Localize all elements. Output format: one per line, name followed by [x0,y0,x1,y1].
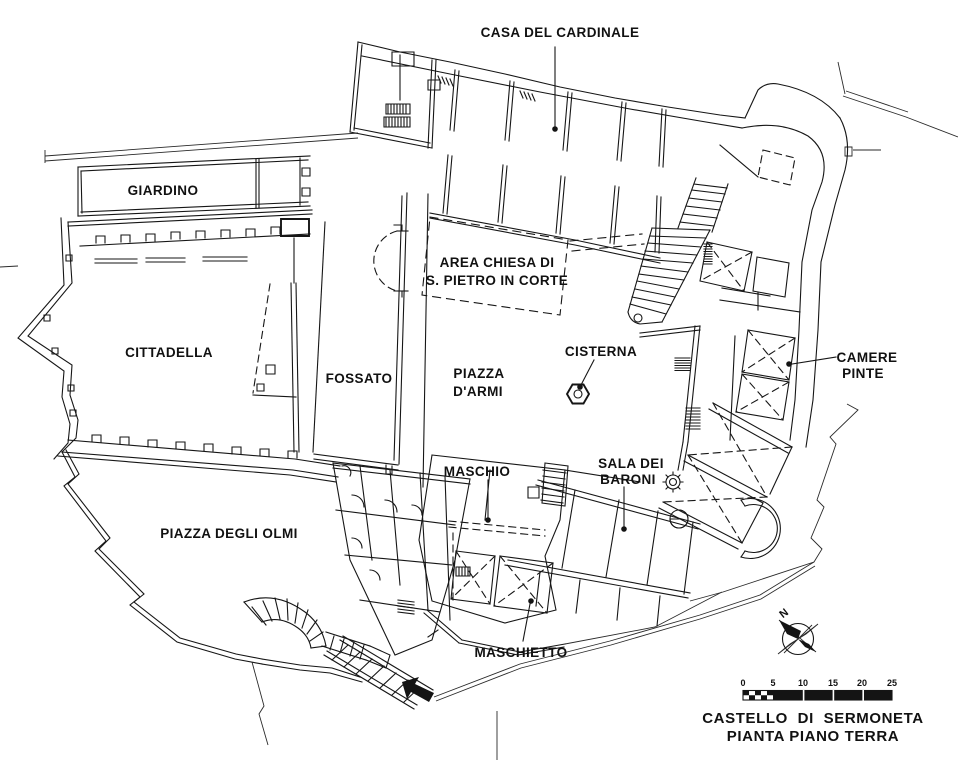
scale-tick-10: 10 [798,678,808,688]
scale-tick-20: 20 [857,678,867,688]
maschio-complex [418,454,569,624]
scale-tick-5: 5 [770,678,775,688]
scale-bar: 0 5 10 15 20 25 [740,678,897,701]
title-block: CASTELLO DI SERMONETA PIANTA PIANO TERRA [702,710,924,745]
southeast-halls-tower [658,402,793,560]
label-camere-pinte-line1: CAMERE [837,350,898,365]
cittadella-walls [17,209,352,483]
leader-lines [487,46,837,642]
label-sala-dei-baroni-line1: SALA DEI [598,456,664,471]
casa-del-cardinale-walls [349,41,849,448]
drawing-title-line1: CASTELLO DI SERMONETA [702,710,924,727]
east-wing-walls [639,287,801,471]
label-area-chiesa-line1: AREA CHIESA DI [440,255,555,270]
label-fossato: FOSSATO [326,371,393,386]
northeast-staircase [627,177,790,325]
entrance-arrow-icon [402,677,434,702]
label-maschio: MASCHIO [444,464,511,479]
scale-tick-0: 0 [740,678,745,688]
scale-tick-25: 25 [887,678,897,688]
label-camere-pinte-line2: PINTE [842,366,884,381]
room-labels: CASA DEL CARDINALE GIARDINO AREA CHIESA … [125,25,897,660]
label-cisterna: CISTERNA [565,344,637,359]
north-arrow-icon: N [777,606,819,656]
label-maschietto: MASCHIETTO [474,645,567,660]
label-cittadella: CITTADELLA [125,345,213,360]
label-casa-del-cardinale: CASA DEL CARDINALE [481,25,640,40]
label-area-chiesa-line2: S. PIETRO IN CORTE [426,273,568,288]
label-piazza-darmi-line2: D'ARMI [453,384,503,399]
scale-tick-15: 15 [828,678,838,688]
label-giardino: GIARDINO [128,183,199,198]
entrance-stairs [243,597,439,710]
label-piazza-degli-olmi: PIAZZA DEGLI OLMI [160,526,298,541]
area-chiesa-outline [421,216,645,316]
west-rooms [332,462,471,656]
label-sala-dei-baroni-line2: BARONI [600,472,656,487]
north-letter: N [777,606,791,620]
cisterna-well-icon [565,383,591,405]
piazza-olmi-boundary [61,449,363,683]
fossato-walls [312,192,429,488]
context-outline [0,61,958,760]
drawing-title-line2: PIANTA PIANO TERRA [727,728,899,745]
south-wing-walls [423,469,701,656]
label-piazza-darmi-line1: PIAZZA [453,366,504,381]
giardino-outline [77,155,311,217]
leader-dots [485,126,792,604]
